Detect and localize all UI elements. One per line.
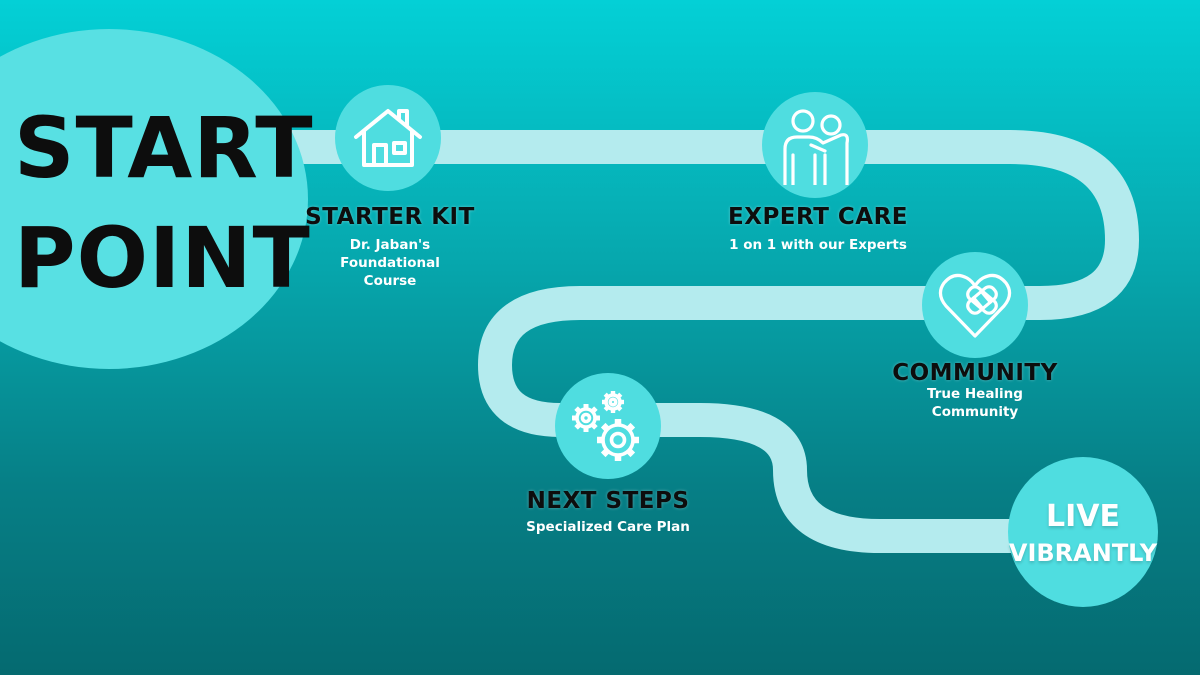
next-steps-title: NEXT STEPS: [526, 488, 690, 514]
next-steps-node: [555, 373, 661, 479]
community-subtitle-line-1: True Healing: [927, 386, 1023, 402]
start-label: START: [14, 99, 314, 197]
expert-care-node: [762, 92, 868, 198]
start-point-circle: [0, 29, 308, 369]
community-node: [922, 252, 1028, 358]
community-title: COMMUNITY: [892, 360, 1058, 386]
live-label: LIVE: [1046, 499, 1120, 534]
house-icon: [354, 109, 422, 167]
expert-care-subtitle: 1 on 1 with our Experts: [729, 237, 907, 253]
bandaged-heart-icon: [938, 273, 1012, 338]
expert-care-title: EXPERT CARE: [728, 204, 908, 230]
vibrantly-label: VIBRANTLY: [1008, 539, 1158, 567]
next-steps-subtitle: Specialized Care Plan: [526, 519, 690, 535]
starter-kit-subtitle-line-1: Dr. Jaban's: [349, 237, 431, 253]
live-vibrantly-circle: [1008, 457, 1158, 607]
starter-kit-title: STARTER KIT: [305, 204, 475, 230]
people-support-icon: [783, 109, 849, 185]
starter-kit-node: [335, 85, 441, 191]
community-subtitle-line-2: Community: [931, 404, 1019, 420]
road-path: [233, 130, 1139, 553]
starter-kit-subtitle-line-3: Course: [363, 273, 417, 289]
point-label: POINT: [14, 209, 311, 307]
starter-kit-subtitle-line-2: Foundational: [340, 255, 440, 271]
gears-icon: [572, 391, 639, 461]
